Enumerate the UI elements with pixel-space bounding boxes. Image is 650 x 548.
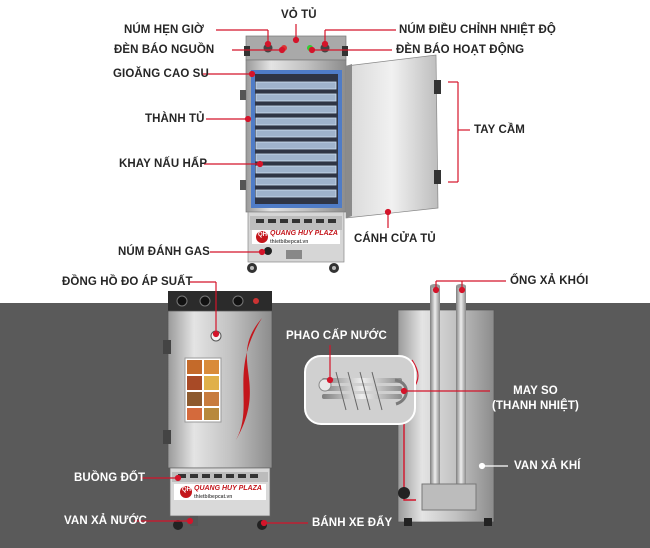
label-may-so-line2: (THANH NHIỆT) [492,400,579,412]
brand-logo-top: QH [257,232,268,238]
brand-logo-front: QH [181,487,192,493]
brand-logo-text: QH [258,232,267,238]
inset-float [304,355,416,425]
label-den-bao-hoat-dong: ĐÈN BÁO HOẠT ĐỘNG [396,44,525,56]
brand-plate-front: QUANG HUY PLAZA thietbibepcat.vn [194,485,264,500]
label-buong-dot: BUỒNG ĐỐT [74,472,146,484]
brand-name: QUANG HUY PLAZA [270,230,338,237]
label-van-xa-khi: VAN XẢ KHÍ [514,460,581,472]
cabinet-open [240,35,348,273]
label-vo-tu: VỎ TỦ [281,9,317,21]
leader-lines [134,24,506,527]
label-ong-xa-khoi: ỐNG XẢ KHÓI [510,275,589,287]
label-may-so: MAY SO (THANH NHIỆT) [492,384,579,414]
bottom-panel [0,303,650,548]
label-tay-cam: TAY CẦM [474,124,525,136]
label-thanh-tu: THÀNH TỦ [145,113,205,125]
label-canh-cua-tu: CÁNH CỬA TỦ [354,233,436,245]
label-banh-xe-day: BÁNH XE ĐẨY [312,517,393,529]
cabinet-front [163,291,273,530]
label-phao-cap-nuoc: PHAO CẤP NƯỚC [286,330,387,342]
leader-van-xa-khi [478,462,508,470]
brand-plate-top: QUANG HUY PLAZA thietbibepcat.vn [270,230,340,245]
brand-site: thietbibepcat.vn [270,239,309,245]
label-khay-nau-hap: KHAY NẤU HẤP [119,158,208,170]
label-gioang-cao-su: GIOĂNG CAO SU [113,68,209,80]
label-den-bao-nguon: ĐÈN BÁO NGUỒN [114,44,215,56]
brand-site-front: thietbibepcat.vn [194,494,233,500]
open-door [345,54,441,219]
brand-logo-front-text: QH [182,487,191,493]
label-num-dieu-chinh-nhiet-do: NÚM ĐIỀU CHỈNH NHIỆT ĐỘ [399,24,556,36]
label-num-hen-gio: NÚM HẸN GIỜ [124,24,204,36]
label-may-so-line1: MAY SO [513,385,558,397]
label-num-danh-gas: NÚM ĐÁNH GAS [118,246,210,258]
brand-name-front: QUANG HUY PLAZA [194,485,262,492]
label-dong-ho-do-ap-suat: ĐỒNG HỒ ĐO ÁP SUẤT [62,276,193,288]
label-van-xa-nuoc: VAN XẢ NƯỚC [64,515,147,527]
